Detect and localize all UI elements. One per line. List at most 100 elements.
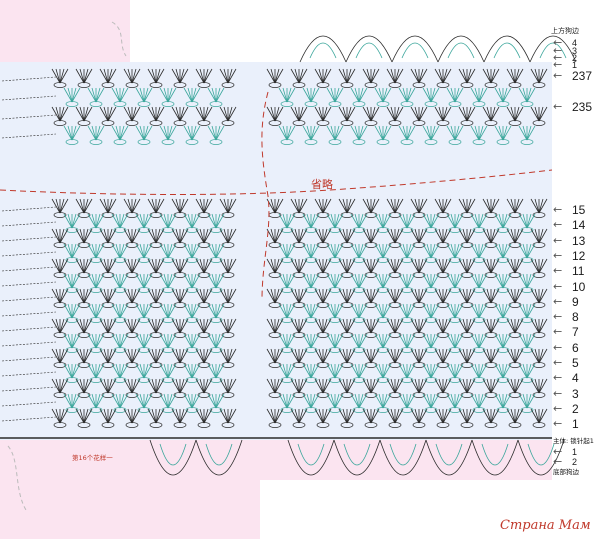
bottom-scallop-inner [159, 443, 187, 466]
stitch-fan [195, 288, 213, 308]
stitch-fan [99, 68, 117, 88]
stitch-fan [51, 68, 69, 88]
stitch-rows [1, 68, 548, 428]
stitch-fan [446, 333, 464, 353]
stitch-fan [207, 393, 225, 413]
stitch-fan [350, 303, 368, 323]
stitch-fan [398, 213, 416, 233]
stitch-fan [87, 393, 105, 413]
stitch-fan [302, 333, 320, 353]
stitch-fan [422, 243, 440, 263]
stitch-fan [171, 378, 189, 398]
stitch-fan [350, 393, 368, 413]
stitch-fan [51, 258, 69, 278]
stitch-fan [63, 213, 81, 233]
stitch-fan [362, 408, 380, 428]
stitch-fan [195, 228, 213, 248]
row-arrow: ← [553, 203, 563, 216]
stitch-fan [434, 258, 452, 278]
stitch-fan [290, 106, 308, 126]
stitch-fan [470, 213, 488, 233]
stitch-fan [183, 273, 201, 293]
stitch-fan [195, 408, 213, 428]
stitch-fan [135, 333, 153, 353]
stitch-fan [278, 243, 296, 263]
row-arrow: ← [553, 401, 563, 415]
row-number: 9 [572, 294, 579, 309]
stitch-fan [183, 393, 201, 413]
stitch-fan [75, 408, 93, 428]
stitch-fan [494, 243, 512, 263]
row-arrow: ← [553, 248, 563, 262]
stitch-fan [207, 243, 225, 263]
stitch-fan [434, 318, 452, 338]
stitch-fan [410, 106, 428, 126]
stitch-fan [290, 288, 308, 308]
stitch-fan [350, 363, 368, 383]
stitch-fan [290, 378, 308, 398]
stitch-fan [147, 288, 165, 308]
omit-line-curve [261, 91, 270, 301]
row-arrow: ← [553, 36, 563, 49]
stitch-fan [111, 125, 129, 145]
stitch-fan [434, 198, 452, 218]
stitch-fan [410, 408, 428, 428]
bottom-scallop [517, 439, 565, 476]
stitch-fan [446, 125, 464, 145]
stitch-fan [494, 273, 512, 293]
stitch-fan [99, 106, 117, 126]
row-arrow: ← [553, 264, 563, 278]
row-arrow: ← [553, 325, 563, 339]
stitch-fan [63, 243, 81, 263]
omit-label: 省略 [311, 178, 333, 191]
row-arrow: ← [553, 69, 563, 82]
stitch-fan [195, 106, 213, 126]
stitch-fan [51, 198, 69, 218]
row-number: 4 [572, 38, 578, 48]
stitch-fan [314, 318, 332, 338]
stitch-fan [470, 87, 488, 107]
stitch-fan [458, 68, 476, 88]
stitch-fan [530, 348, 548, 368]
stitch-fan [207, 125, 225, 145]
row-number: 237 [572, 69, 593, 83]
stitch-fan [458, 288, 476, 308]
stitch-fan [266, 258, 284, 278]
stitch-fan [183, 213, 201, 233]
stitch-fan [135, 213, 153, 233]
stitch-fan [51, 408, 69, 428]
stitch-fan [494, 125, 512, 145]
top-scallop [483, 35, 531, 63]
stitch-fan [207, 363, 225, 383]
stitch-fan [530, 228, 548, 248]
stitch-fan [410, 68, 428, 88]
row-number: 3 [572, 386, 579, 401]
stitch-fan [123, 318, 141, 338]
top-scallop [529, 35, 577, 63]
stitch-fan [374, 333, 392, 353]
stitch-fan [326, 213, 344, 233]
stitch-fan [99, 408, 117, 428]
stitch-fan [75, 106, 93, 126]
stitch-fan [99, 258, 117, 278]
stitch-fan [123, 68, 141, 88]
stitch-fan [135, 243, 153, 263]
fold-line-top [111, 21, 127, 57]
stitch-fan [398, 333, 416, 353]
stitch-fan [326, 243, 344, 263]
top-scallop-inner [355, 42, 383, 59]
stitch-fan [422, 333, 440, 353]
pink-panel-top-left [0, 0, 130, 62]
row-arrow: ← [553, 218, 563, 232]
row-number: 13 [572, 233, 586, 248]
stitch-fan [374, 243, 392, 263]
stitch-fan [219, 228, 237, 248]
stitch-fan [374, 273, 392, 293]
stitch-fan [278, 273, 296, 293]
stitch-fan [87, 125, 105, 145]
stitch-fan [530, 318, 548, 338]
stitch-fan [494, 213, 512, 233]
stitch-fan [147, 348, 165, 368]
stitch-fan [410, 258, 428, 278]
